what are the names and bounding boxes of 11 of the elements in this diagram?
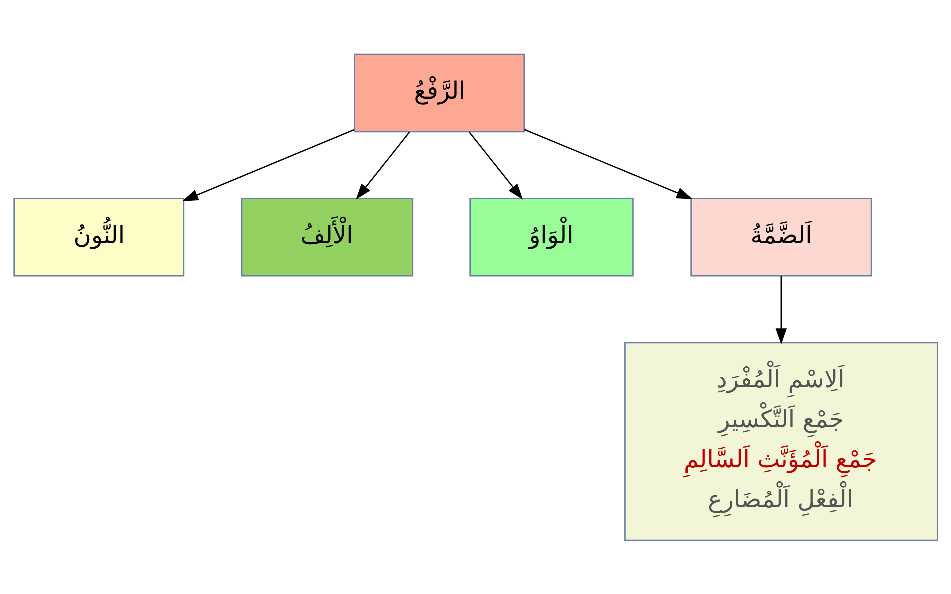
node-box: الرَّفْعُ [354,53,525,132]
arrow [356,131,410,200]
node-box: اَلِاسْمِ اَلْمُفْرَدِ جَمْعِ اَلتَّكْسِيرِ جَمْعِ اَلْمُؤَنَّثِ اَلسَّالِمِ الْفِعْلِ اَلْمُضَارِعِ [624,342,938,541]
arrow [468,131,523,200]
node-box: اَلضَّمَّةُ [690,198,872,276]
node-box: النُّونُ [13,198,184,276]
arrow [524,128,692,199]
node-box: الْأَلِفُ [240,198,414,276]
node-box: الْوَاوُ [469,198,634,276]
arrow [182,128,354,201]
arrow [775,276,787,344]
